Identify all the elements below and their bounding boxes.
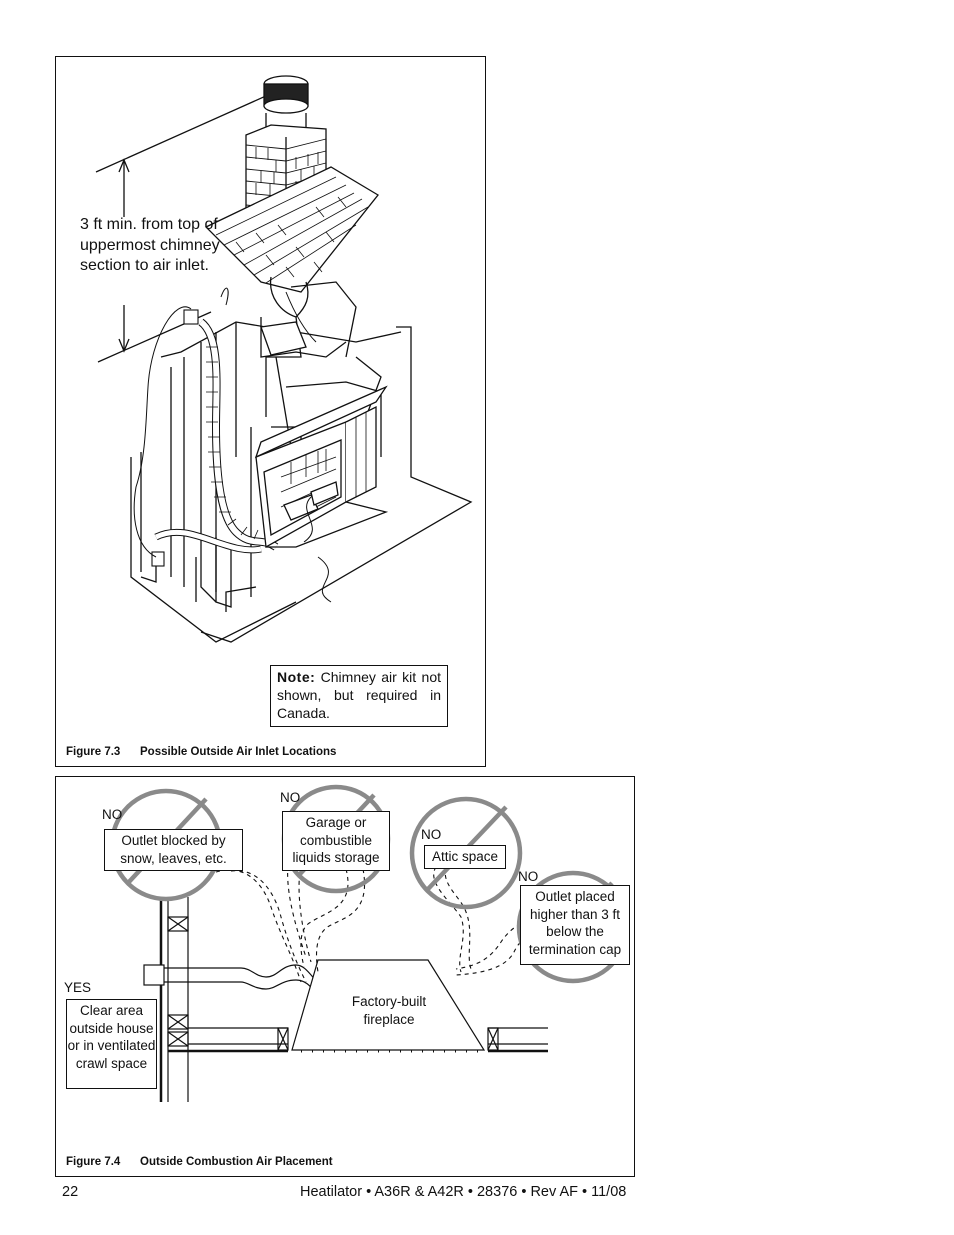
termination-cap <box>263 75 309 129</box>
fireplace-label: Factory-built fireplace <box>351 994 427 1027</box>
outside-air-duct <box>151 309 279 567</box>
figure-title: Outside Combustion Air Placement <box>140 1156 333 1168</box>
figure-7-4-caption: Figure 7.4 Outside Combustion Air Placeme… <box>66 1156 333 1168</box>
status-label-3: NO <box>421 827 442 842</box>
note-text: Chimney air kit not shown, but required … <box>277 669 442 721</box>
status-label-1: NO <box>102 807 123 822</box>
fireplace-body <box>291 959 486 1051</box>
location-box-blocked: Outlet blocked by snow, leaves, etc. <box>104 829 243 871</box>
dimension-line-top <box>95 86 287 173</box>
inlet-zone-outline <box>133 306 192 558</box>
status-label-5: YES <box>64 980 92 995</box>
note-label: Note: <box>277 669 316 685</box>
fireplace-installation-illustration <box>95 75 473 643</box>
outside-inlet-duct <box>143 964 325 996</box>
status-label-4: NO <box>518 869 539 884</box>
note-box: Note: Chimney air kit not shown, but req… <box>270 665 448 727</box>
figure-7-4-panel: NO Outlet blocked by snow, leaves, etc. … <box>55 776 635 1177</box>
location-box-clear-area: Clear area outside house or in ventilate… <box>66 999 157 1089</box>
location-box-garage: Garage or combustible liquids storage <box>282 811 390 871</box>
figure-number: Figure 7.4 <box>66 1156 121 1168</box>
page-number: 22 <box>62 1184 79 1200</box>
status-label-2: NO <box>280 790 301 805</box>
exterior-wall <box>159 897 189 1102</box>
figure-title: Possible Outside Air Inlet Locations <box>140 746 337 758</box>
figure-7-3-caption: Figure 7.3 Possible Outside Air Inlet Loc… <box>66 746 336 758</box>
chimney-pipe <box>260 276 309 417</box>
dimension-label: 3 ft min. from top of uppermost chimney … <box>80 216 220 274</box>
location-box-too-high: Outlet placed higher than 3 ft below the… <box>520 885 630 965</box>
roof-shingles <box>204 166 379 293</box>
fireplace-unit <box>254 385 389 549</box>
floor-structure <box>168 1027 548 1053</box>
document-footer: Heatilator • A36R & A42R • 28376 • Rev A… <box>300 1184 627 1200</box>
figure-number: Figure 7.3 <box>66 746 121 758</box>
figure-7-3-panel: 3 ft min. from top of uppermost chimney … <box>55 56 486 767</box>
location-box-attic: Attic space <box>424 845 506 869</box>
